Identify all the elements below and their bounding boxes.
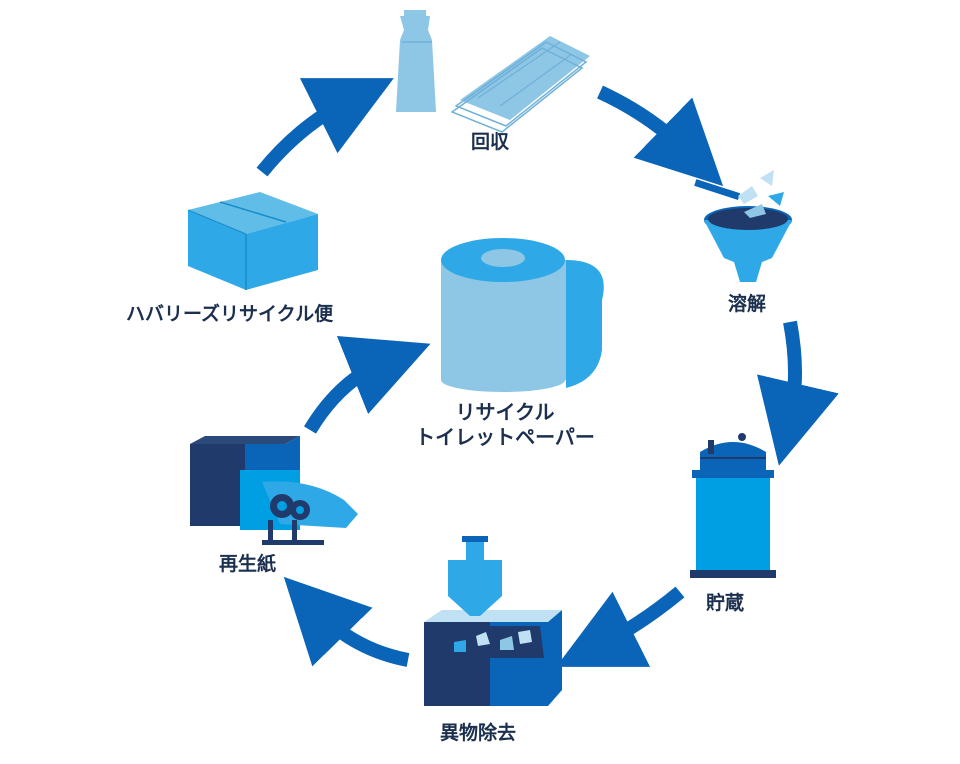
cycle-arrows (256, 78, 839, 667)
flattened-cartons-icon (450, 36, 590, 133)
label-recycled-paper: 再生紙 (219, 553, 277, 575)
cardboard-box-icon (187, 192, 318, 290)
toilet-paper-roll-icon (441, 238, 604, 392)
arrow-dissolve-to-storage (757, 320, 839, 466)
label-collection: 回収 (471, 131, 510, 153)
storage-tank-icon (690, 433, 776, 578)
center-title-line1: リサイクル (455, 400, 555, 424)
arrow-delivery-to-collection (256, 78, 394, 177)
foreign-removal-machine-icon (424, 536, 562, 706)
arrow-collection-to-dissolve (597, 85, 724, 187)
carton-icon (396, 10, 436, 112)
paper-machine-icon (190, 436, 358, 545)
label-dissolve: 溶解 (728, 293, 767, 315)
arrow-storage-to-removal (556, 586, 685, 667)
label-delivery: ハバリーズリサイクル便 (126, 303, 334, 325)
label-foreign-removal: 異物除去 (440, 722, 517, 744)
dissolving-funnel-icon (694, 170, 792, 282)
center-title: リサイクル トイレットペーパー (410, 400, 600, 450)
arrow-recycled-to-center (303, 336, 431, 434)
center-title-line2: トイレットペーパー (415, 425, 595, 449)
label-storage: 貯蔵 (706, 592, 745, 614)
arrow-removal-to-recycled (283, 576, 410, 667)
